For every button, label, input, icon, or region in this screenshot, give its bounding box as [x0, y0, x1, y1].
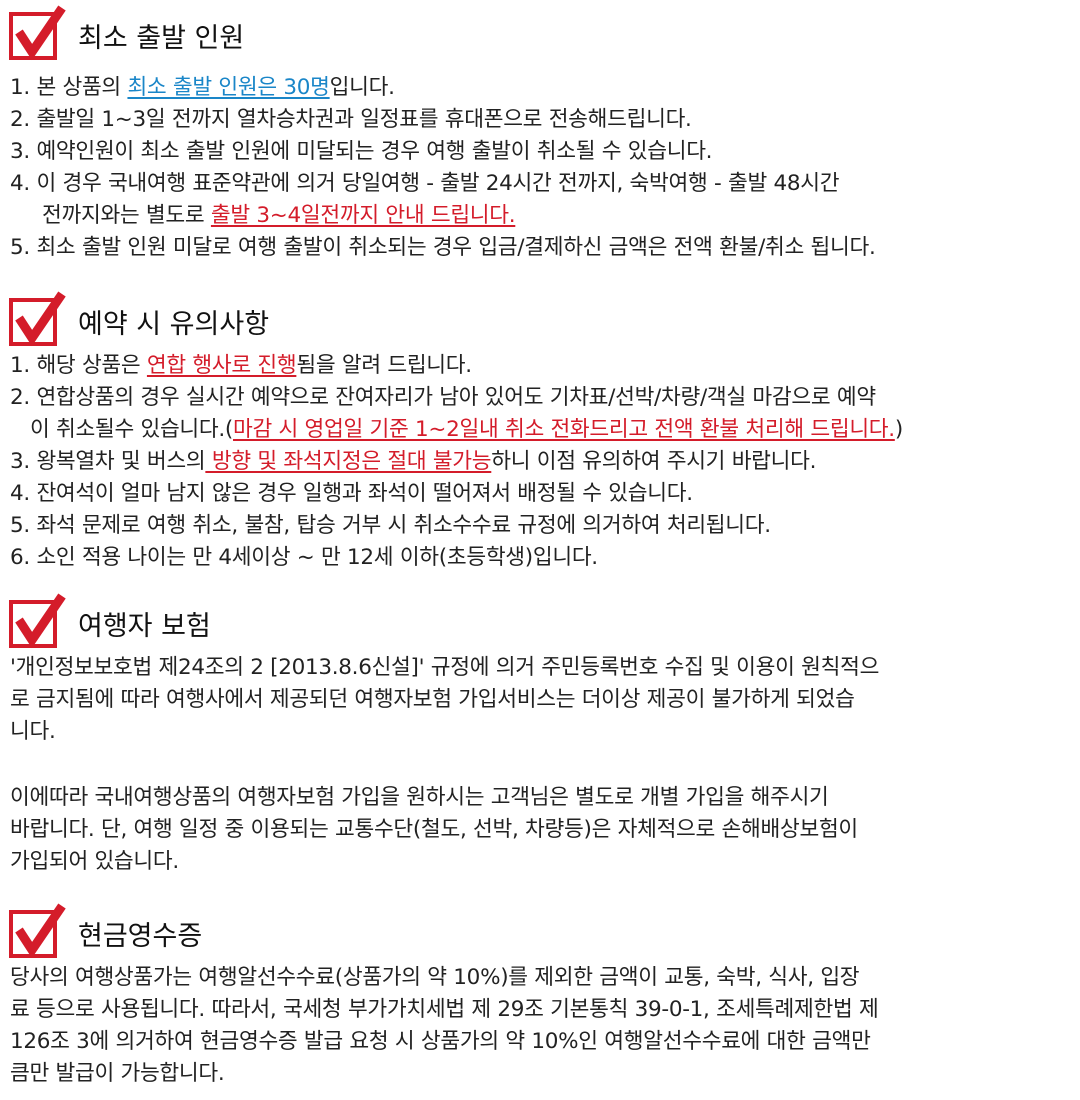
highlight-text: 연합 행사로 진행 [146, 353, 297, 378]
section-header: 현금영수증 [0, 902, 1080, 962]
section-cash-receipt: 현금영수증 당사의 여행상품가는 여행알선수수료(상품가의 약 10%)를 제외… [0, 902, 1080, 1086]
list-item: 4. 잔여석이 얼마 남지 않은 경우 일행과 좌석이 떨어져서 배정될 수 있… [10, 481, 693, 506]
section-title: 현금영수증 [78, 921, 203, 952]
checkbox-checked-icon [9, 291, 66, 347]
list-item: 3. 예약인원이 최소 출발 인원에 미달되는 경우 여행 출발이 취소될 수 … [10, 139, 713, 164]
list-item: 6. 소인 적용 나이는 만 4세이상 ~ 만 12세 이하(초등학생)입니다. [10, 545, 598, 570]
checkbox-checked-icon [9, 903, 66, 959]
section-header: 예약 시 유의사항 [0, 290, 1080, 350]
section-title: 여행자 보험 [78, 611, 211, 642]
list-item: 1. 해당 상품은 연합 행사로 진행됨을 알려 드립니다. [10, 353, 472, 378]
highlight-text: 최소 출발 인원은 30명 [127, 75, 330, 100]
notice-list: 1. 해당 상품은 연합 행사로 진행됨을 알려 드립니다. 2. 연합상품의 … [10, 350, 1078, 574]
highlight-text: 출발 3~4일전까지 안내 드립니다. [210, 203, 516, 228]
list-item: 2. 연합상품의 경우 실시간 예약으로 잔여자리가 남아 있어도 기차표/선박… [10, 385, 903, 442]
checkbox-checked-icon [9, 5, 66, 61]
section-travel-insurance: 여행자 보험 '개인정보보호법 제24조의 2 [2013.8.6신설]' 규정… [0, 592, 1080, 874]
section-min-departure: 최소 출발 인원 1. 본 상품의 최소 출발 인원은 30명입니다. 2. 출… [0, 4, 1080, 260]
list-item: 2. 출발일 1~3일 전까지 열차승차권과 일정표를 휴대폰으로 전송해드립니… [10, 107, 692, 132]
paragraph: '개인정보보호법 제24조의 2 [2013.8.6신설]' 규정에 의거 주민… [10, 655, 880, 744]
highlight-text: 방향 및 좌석지정은 절대 불가능 [205, 449, 492, 474]
section-header: 여행자 보험 [0, 592, 1080, 652]
section-title: 예약 시 유의사항 [78, 309, 270, 340]
paragraph: 당사의 여행상품가는 여행알선수수료(상품가의 약 10%)를 제외한 금액이 … [10, 965, 879, 1086]
list-item: 3. 왕복열차 및 버스의 방향 및 좌석지정은 절대 불가능하니 이점 유의하… [10, 449, 817, 474]
paragraph: 이에따라 국내여행상품의 여행자보험 가입을 원하시는 고객님은 별도로 개별 … [10, 785, 858, 874]
section-header: 최소 출발 인원 [0, 4, 1080, 64]
list-item: 5. 좌석 문제로 여행 취소, 불참, 탑승 거부 시 취소수수료 규정에 의… [10, 513, 771, 538]
notice-list: 1. 본 상품의 최소 출발 인원은 30명입니다. 2. 출발일 1~3일 전… [10, 72, 1078, 264]
highlight-text: 마감 시 영업일 기준 1~2일내 취소 전화드리고 전액 환불 처리해 드립니… [233, 417, 895, 442]
section-reservation-notes: 예약 시 유의사항 1. 해당 상품은 연합 행사로 진행됨을 알려 드립니다.… [0, 290, 1080, 570]
list-item: 4. 이 경우 국내여행 표준약관에 의거 당일여행 - 출발 24시간 전까지… [10, 171, 840, 228]
list-item: 5. 최소 출발 인원 미달로 여행 출발이 취소되는 경우 입금/결제하신 금… [10, 235, 876, 260]
list-item: 1. 본 상품의 최소 출발 인원은 30명입니다. [10, 75, 395, 100]
section-title: 최소 출발 인원 [78, 23, 245, 54]
checkbox-checked-icon [9, 593, 66, 649]
